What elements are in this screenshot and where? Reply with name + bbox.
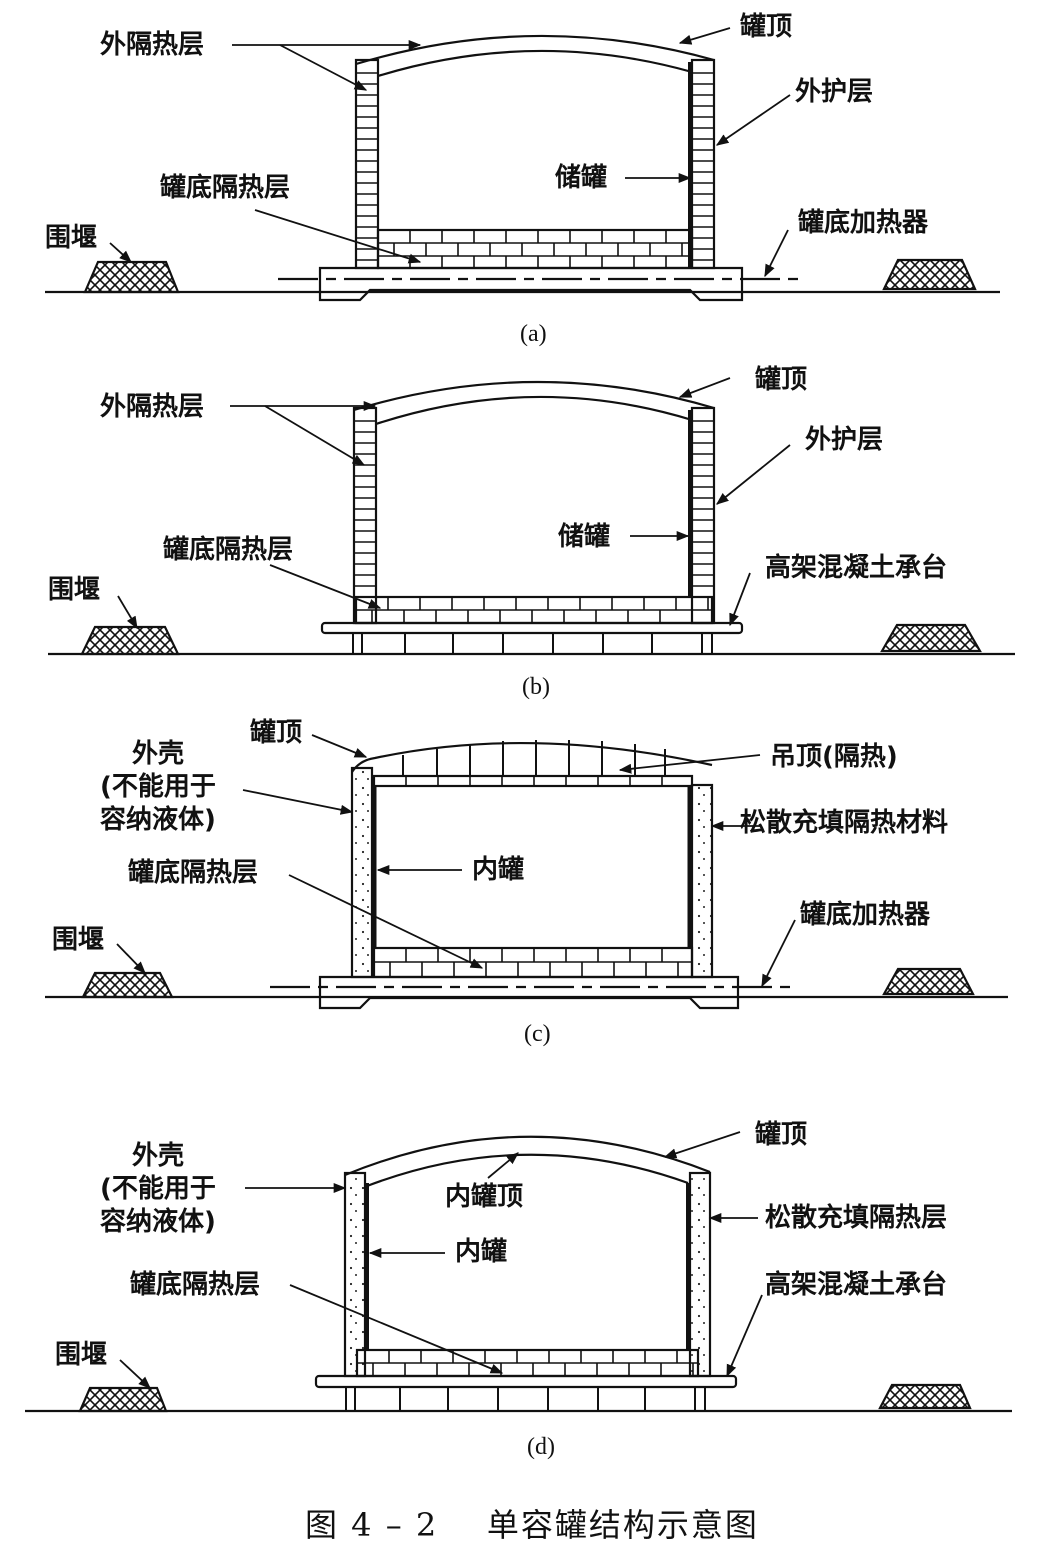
label-tank-roof-d: 罐顶 xyxy=(755,1120,808,1150)
label-outer-shell-d: 外壳 (不能用于 容纳液体) xyxy=(100,1141,216,1237)
sublabel-a: (a) xyxy=(520,321,547,347)
label-bottom-heater-c: 罐底加热器 xyxy=(800,900,931,930)
dike-left xyxy=(80,625,180,656)
dike-right xyxy=(882,258,977,291)
roof-outer xyxy=(355,34,715,66)
panel-d xyxy=(25,1135,1012,1413)
dike-left xyxy=(83,260,180,294)
label-storage-tank-a: 储罐 xyxy=(555,163,608,193)
sublabel-d: (d) xyxy=(527,1434,555,1460)
elevated-platform xyxy=(320,621,744,635)
label-outer-insulation-a: 外隔热层 xyxy=(100,30,205,60)
outer-shell-right xyxy=(688,1171,712,1378)
label-bottom-insulation-b: 罐底隔热层 xyxy=(163,535,294,565)
left-wall xyxy=(352,406,378,625)
label-bottom-insulation-d: 罐底隔热层 xyxy=(130,1270,261,1300)
outer-shell-left xyxy=(343,1171,367,1378)
dike-right xyxy=(882,967,975,996)
label-loose-fill-insulation-c: 松散充填隔热材料 xyxy=(740,808,949,838)
roof-inner xyxy=(375,395,693,426)
label-outer-shell-c: 外壳 (不能用于 容纳液体) xyxy=(100,739,216,835)
label-outer-insulation-b: 外隔热层 xyxy=(100,392,205,422)
figure-caption: 图 4 – 2 单容罐结构示意图 xyxy=(305,1506,759,1544)
right-wall xyxy=(690,58,716,270)
sublabel-c: (c) xyxy=(524,1021,551,1047)
label-inner-tank-roof-d: 内罐顶 xyxy=(445,1182,524,1212)
label-inner-tank-c: 内罐 xyxy=(472,855,525,885)
roof-ribs xyxy=(402,740,666,776)
roof-inner xyxy=(377,49,693,78)
foundation-slab xyxy=(318,975,740,1010)
label-dike-c: 围堰 xyxy=(52,925,105,955)
label-inner-tank-d: 内罐 xyxy=(455,1237,508,1267)
roof-outer xyxy=(344,1135,711,1177)
dike-left xyxy=(81,971,174,999)
roof-outer xyxy=(353,380,715,412)
roof-outer xyxy=(351,742,713,773)
label-loose-fill-insulation-d: 松散充填隔热层 xyxy=(765,1203,948,1233)
platform-piles xyxy=(345,1387,706,1411)
dike-right xyxy=(878,1383,972,1410)
label-storage-tank-b: 储罐 xyxy=(558,522,611,552)
bottom-insulation xyxy=(376,228,694,270)
label-tank-roof-b: 罐顶 xyxy=(755,365,808,395)
elevated-platform xyxy=(314,1374,738,1389)
sublabel-b: (b) xyxy=(522,674,550,700)
right-wall xyxy=(690,406,716,625)
label-suspended-deck-c: 吊顶(隔热) xyxy=(770,742,898,772)
foundation-slab xyxy=(318,266,744,302)
outer-shell-right xyxy=(690,783,714,979)
label-bottom-heater-a: 罐底加热器 xyxy=(798,208,929,238)
label-dike-b: 围堰 xyxy=(48,575,101,605)
panel-b xyxy=(48,380,1015,656)
inner-tank-roof xyxy=(366,1153,689,1188)
label-outer-protective-layer-b: 外护层 xyxy=(805,425,884,455)
label-dike-d: 围堰 xyxy=(55,1340,108,1370)
dike-left xyxy=(78,1386,168,1413)
outer-shell-left xyxy=(350,766,374,979)
leader-lines xyxy=(109,27,796,1389)
panel-a xyxy=(45,34,1000,302)
label-outer-protective-layer-a: 外护层 xyxy=(795,77,874,107)
dike-right xyxy=(880,623,982,653)
suspended-deck xyxy=(372,774,694,788)
label-tank-roof-c: 罐顶 xyxy=(250,718,303,748)
panel-c xyxy=(45,740,1008,1010)
label-bottom-insulation-a: 罐底隔热层 xyxy=(160,173,291,203)
label-bottom-insulation-c: 罐底隔热层 xyxy=(128,858,259,888)
label-dike-a: 围堰 xyxy=(45,223,98,253)
label-tank-roof-a: 罐顶 xyxy=(740,12,793,42)
left-wall xyxy=(354,58,380,270)
platform-piles xyxy=(352,633,713,654)
label-elevated-platform-b: 高架混凝土承台 xyxy=(765,553,948,583)
label-elevated-platform-d: 高架混凝土承台 xyxy=(765,1270,948,1300)
